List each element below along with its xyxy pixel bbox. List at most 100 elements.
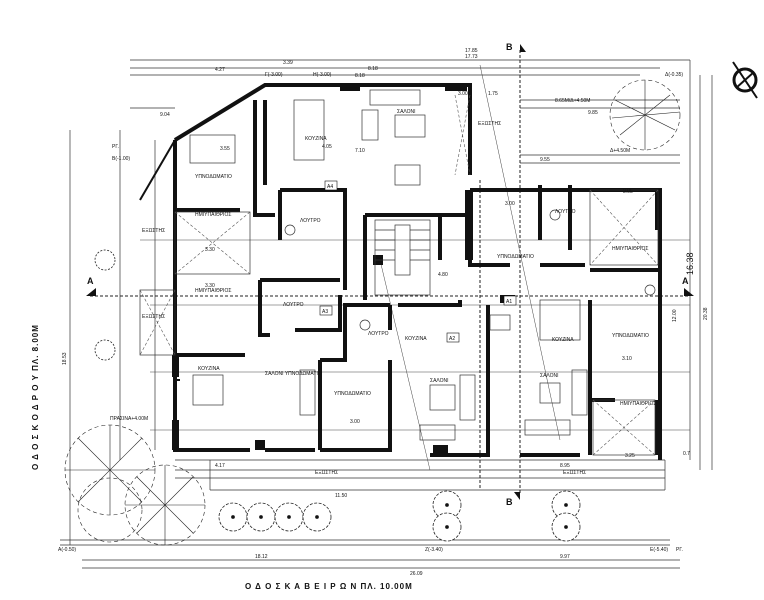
dimension: 17.73 bbox=[465, 54, 478, 60]
unit-tag-a1: Α1 bbox=[506, 299, 512, 305]
coffee-table-a2 bbox=[429, 384, 456, 411]
sofa-a3 bbox=[299, 369, 316, 416]
dining-table-a1 bbox=[489, 314, 511, 331]
dimension: 3.05 bbox=[623, 189, 633, 195]
unit-tag-a2: Α2 bbox=[449, 336, 455, 342]
room-label: ΥΠΝΟΔΩΜΑΤΙΟ bbox=[334, 391, 371, 397]
room-label: ΥΠΝΟΔΩΜΑΤΙΟ bbox=[195, 174, 232, 180]
coffee-table-top bbox=[394, 114, 426, 138]
level-label: ΡΓ. bbox=[676, 547, 683, 553]
level-label: Β(-1.00) bbox=[112, 156, 130, 162]
room-label: ΛΟΥΤΡΟ bbox=[555, 209, 576, 215]
toilet-nw bbox=[284, 224, 296, 236]
room-label: ΣΑΛΟΝΙ bbox=[540, 373, 559, 379]
dimension: 9.04 bbox=[160, 112, 170, 118]
section-b-bottom-label: Β bbox=[506, 497, 513, 507]
dimension: 8.18 bbox=[355, 73, 365, 79]
level-label: Α(-0.50) bbox=[58, 547, 76, 553]
dimension: 4.05 bbox=[322, 144, 332, 150]
dimension: 3.30 bbox=[205, 247, 215, 253]
room-labels: ΚΟΥΖΙΝΑ ΣΑΛΟΝΙ ΕΞΩΣΤΗΣ ΥΠΝΟΔΩΜΑΤΙΟ ΗΜΙΥΠ… bbox=[142, 109, 656, 476]
dimension: 9.85 bbox=[588, 110, 598, 116]
sofa2-a1 bbox=[524, 419, 571, 436]
furniture bbox=[189, 89, 656, 441]
dimension: 0.7 bbox=[683, 451, 690, 457]
dimension: 3.00 bbox=[350, 419, 360, 425]
tree-icon bbox=[124, 464, 206, 546]
dimension: 4.27 bbox=[215, 67, 225, 73]
section-a-right-marker bbox=[684, 288, 694, 296]
room-label: ΗΜΙΥΠΑΙΘΡΙΟΣ bbox=[612, 246, 648, 252]
dimension: 12.00 bbox=[672, 309, 678, 322]
staircase bbox=[374, 219, 431, 296]
room-label: ΕΞΩΣΤΗΣ bbox=[563, 470, 586, 476]
unit-tag-a3: Α3 bbox=[322, 309, 328, 315]
sofa-a1 bbox=[571, 369, 588, 416]
dimension: 9.55 bbox=[540, 157, 550, 163]
room-label: ΣΑΛΟΝΙ bbox=[430, 378, 449, 384]
section-lines: Α Α Β Β bbox=[86, 42, 694, 507]
toilet-ne bbox=[549, 209, 561, 221]
dimension: 3.25 bbox=[625, 453, 635, 459]
room-label: ΕΞΩΣΤΗΣ bbox=[142, 228, 165, 234]
dimension: 11.50 bbox=[335, 493, 347, 499]
street-name-left: Ο Δ Ο Σ Κ Ο Δ Ρ Ο Υ ΠΛ. 8.00Μ bbox=[31, 324, 40, 470]
level-label: Δ+4.50Μ bbox=[610, 148, 630, 154]
dimension: 17.85 bbox=[465, 48, 478, 54]
unit-tag-a4: Α4 bbox=[327, 184, 333, 190]
room-label: ΚΟΥΖΙΝΑ bbox=[552, 337, 574, 343]
sofa2-a2 bbox=[419, 424, 456, 441]
dimension: 8.95 bbox=[560, 463, 570, 469]
dimension: 18.53 bbox=[62, 352, 68, 365]
section-b-bottom-marker bbox=[514, 492, 520, 500]
street-name-bottom: Ο Δ Ο Σ Κ Α Β Ε Ι Ρ Ω Ν ΠΛ. 10.00Μ bbox=[245, 582, 413, 591]
bed-nw bbox=[189, 134, 236, 164]
level-label: Ζ(-3.40) bbox=[425, 547, 443, 553]
sofa-top bbox=[369, 89, 421, 106]
sofa-a2 bbox=[459, 374, 476, 421]
tree-icon bbox=[609, 79, 681, 151]
room-label: ΗΜΙΥΠΑΙΘΡΙΟΣ bbox=[195, 288, 231, 294]
dimension: 3.00 bbox=[505, 201, 515, 207]
section-b-top-label: Β bbox=[506, 42, 513, 52]
dimension: 1.75 bbox=[488, 91, 498, 97]
dimension: 20.38 bbox=[703, 307, 709, 320]
room-label: ΣΑΛΟΝΙ ΥΠΝΟΔΩΜΑΤΙΟ bbox=[265, 371, 322, 377]
dimension: 9.97 bbox=[560, 554, 570, 560]
room-label: ΗΜΙΥΠΑΙΘΡΙΟΣ bbox=[620, 401, 656, 407]
room-label: ΛΟΥΤΡΟ bbox=[300, 218, 321, 224]
dining-table-top bbox=[394, 164, 421, 186]
tree-icon bbox=[64, 424, 156, 516]
semi-outdoor-crosses bbox=[139, 94, 659, 456]
room-label: ΛΟΥΤΡΟ bbox=[283, 302, 304, 308]
dimension: 4.17 bbox=[215, 463, 225, 469]
section-a-left-marker bbox=[86, 288, 96, 296]
level-labels: Γ(-3.00) Η(-3.00) Β(-1.00) ΡΓ. Δ(-0.35) … bbox=[58, 72, 683, 553]
room-label: ΥΠΝΟΔΩΜΑΤΙΟ bbox=[497, 254, 534, 260]
dimension: 3.30 bbox=[205, 283, 215, 289]
room-label: ΣΑΛΟΝΙ bbox=[397, 109, 416, 115]
room-label: ΥΠΝΟΔΩΜΑΤΙΟ bbox=[612, 333, 649, 339]
armchair-top bbox=[361, 109, 379, 141]
room-label: ΚΟΥΖΙΝΑ bbox=[198, 366, 220, 372]
room-label: ΚΟΥΖΙΝΑ bbox=[305, 136, 327, 142]
dimension: 4.80 bbox=[438, 272, 448, 278]
room-label: ΕΞΩΣΤΗΣ bbox=[315, 470, 338, 476]
level-label: Ε(-5.40) bbox=[650, 547, 668, 553]
north-arrow-icon bbox=[732, 61, 758, 99]
dimension: 3.55 bbox=[220, 146, 230, 152]
room-label: ΕΞΩΣΤΗΣ bbox=[478, 121, 501, 127]
level-label: ΡΓ. bbox=[112, 144, 119, 150]
level-label: ΠΡΑΣΙΝΑ+4.00Μ bbox=[110, 416, 148, 422]
level-label: Η(-3.00) bbox=[313, 72, 332, 78]
toilet-se bbox=[644, 284, 656, 296]
dimension: 7.10 bbox=[355, 148, 365, 154]
dimension: 3.10 bbox=[622, 356, 632, 362]
tree-icon bbox=[77, 477, 143, 543]
unit-tags: Α1 Α2 Α3 Α4 bbox=[319, 180, 517, 343]
level-label: Γ(-3.00) bbox=[265, 72, 283, 78]
dimension: 3.00 bbox=[458, 91, 468, 97]
kitchen-counter-top bbox=[293, 99, 325, 161]
room-label: ΕΞΩΣΤΗΣ bbox=[142, 314, 165, 320]
